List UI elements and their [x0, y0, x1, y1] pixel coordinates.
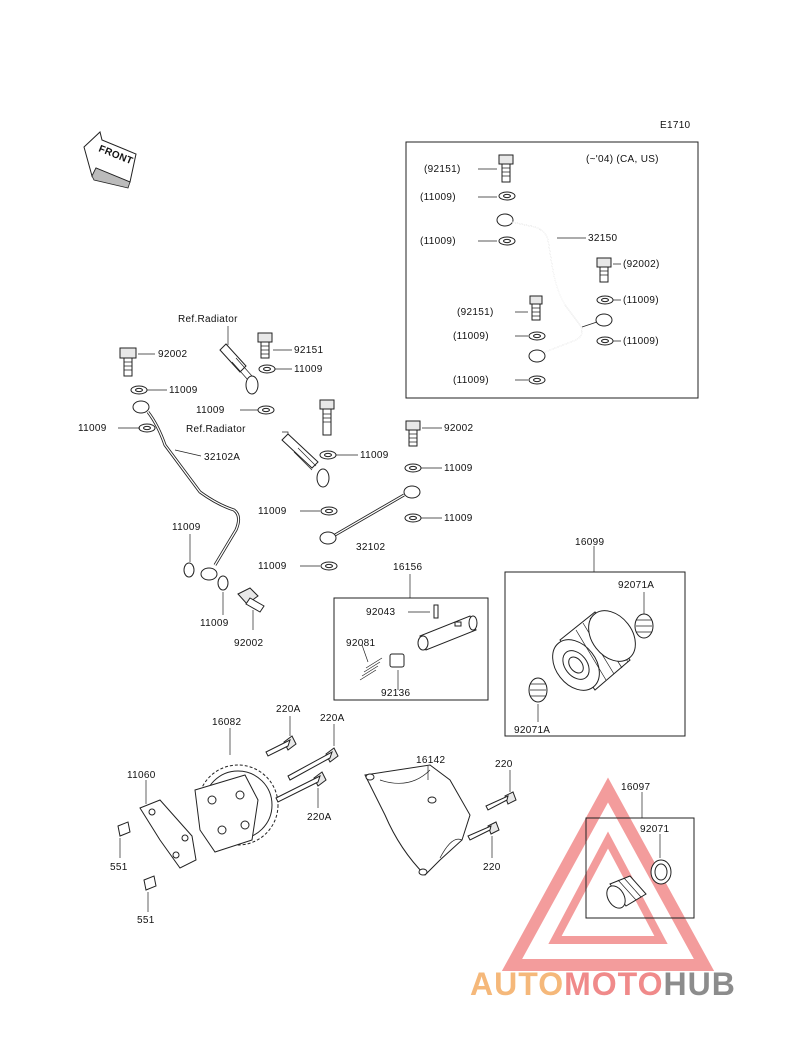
label-11060: 11060 — [127, 770, 156, 781]
label-32102a: 32102A — [204, 452, 240, 463]
label-11009-h: 11009 — [444, 463, 473, 474]
label-16082: 16082 — [212, 717, 241, 728]
label-11009-inset-1: (11009) — [420, 192, 456, 203]
label-11009-inset-2: (11009) — [420, 236, 456, 247]
label-92002-a: 92002 — [158, 349, 187, 360]
watermark-part-auto: AUTO — [470, 966, 564, 1002]
box-16099 — [504, 571, 686, 737]
label-92136: 92136 — [381, 688, 410, 699]
diagram-code: E1710 — [660, 120, 691, 131]
label-11009-e: 11009 — [294, 364, 323, 375]
label-220-b: 220 — [483, 862, 501, 873]
label-92071a-b: 92071A — [514, 725, 550, 736]
label-92151: 92151 — [294, 345, 323, 356]
label-11009-inset-3: (11009) — [623, 295, 659, 306]
label-16097: 16097 — [621, 782, 650, 793]
label-220a-b: 220A — [320, 713, 345, 724]
label-11009-b: 11009 — [78, 423, 107, 434]
ref-radiator-label-1: Ref.Radiator — [178, 314, 238, 325]
label-16142: 16142 — [416, 755, 445, 766]
label-92071a-a: 92071A — [618, 580, 654, 591]
oil-screen — [606, 859, 672, 909]
label-92151-inset-2: (92151) — [457, 307, 494, 318]
ref-radiator-label-2: Ref.Radiator — [186, 424, 246, 435]
label-11009-g: 11009 — [360, 450, 389, 461]
label-551-a: 551 — [110, 862, 128, 873]
label-92002-inset: (92002) — [623, 259, 660, 270]
label-16156: 16156 — [393, 562, 422, 573]
inset-note: (~'04) (CA, US) — [586, 154, 659, 165]
label-11009-i: 11009 — [444, 513, 473, 524]
radiator-fittings: Ref.Radiator Ref.Radiator — [178, 314, 337, 488]
label-11009-inset-6: (11009) — [453, 375, 489, 386]
label-92002-b: 92002 — [234, 638, 263, 649]
watermark-part-moto: MOTO — [564, 966, 663, 1002]
pipe-32102-assembly — [319, 420, 422, 571]
label-32150: 32150 — [588, 233, 617, 244]
cover-16142 — [364, 764, 517, 876]
oil-filter — [528, 610, 654, 703]
box-16156 — [333, 597, 489, 701]
inset-parts — [496, 154, 614, 385]
pipe-32102a-assembly — [119, 347, 265, 613]
label-11009-c: 11009 — [172, 522, 201, 533]
watermark-logo — [501, 777, 715, 971]
front-arrow-icon: FRONT — [83, 131, 137, 189]
inset-box — [405, 141, 699, 399]
label-11009-j: 11009 — [258, 506, 287, 517]
box-16097 — [585, 817, 695, 919]
label-220-a: 220 — [495, 759, 513, 770]
label-11009-k: 11009 — [258, 561, 287, 572]
label-11009-f: 11009 — [196, 405, 225, 416]
relief-valve-parts — [359, 604, 478, 681]
label-220a-a: 220A — [276, 704, 301, 715]
label-92043: 92043 — [366, 607, 395, 618]
oil-pump-16082 — [194, 735, 339, 853]
label-32102: 32102 — [356, 542, 385, 553]
label-16099: 16099 — [575, 537, 604, 548]
label-11009-a: 11009 — [169, 385, 198, 396]
label-11009-d: 11009 — [200, 618, 229, 629]
label-11009-inset-4: (11009) — [453, 331, 489, 342]
label-92081: 92081 — [346, 638, 375, 649]
label-92071: 92071 — [640, 824, 669, 835]
label-220a-c: 220A — [307, 812, 332, 823]
label-92151-inset-1: (92151) — [424, 164, 461, 175]
label-551-b: 551 — [137, 915, 155, 926]
label-11009-inset-5: (11009) — [623, 336, 659, 347]
label-92002-c: 92002 — [444, 423, 473, 434]
watermark-text: AUTOMOTOHUB — [470, 966, 736, 1002]
plate-11060 — [117, 799, 197, 891]
watermark-part-hub: HUB — [663, 966, 735, 1002]
